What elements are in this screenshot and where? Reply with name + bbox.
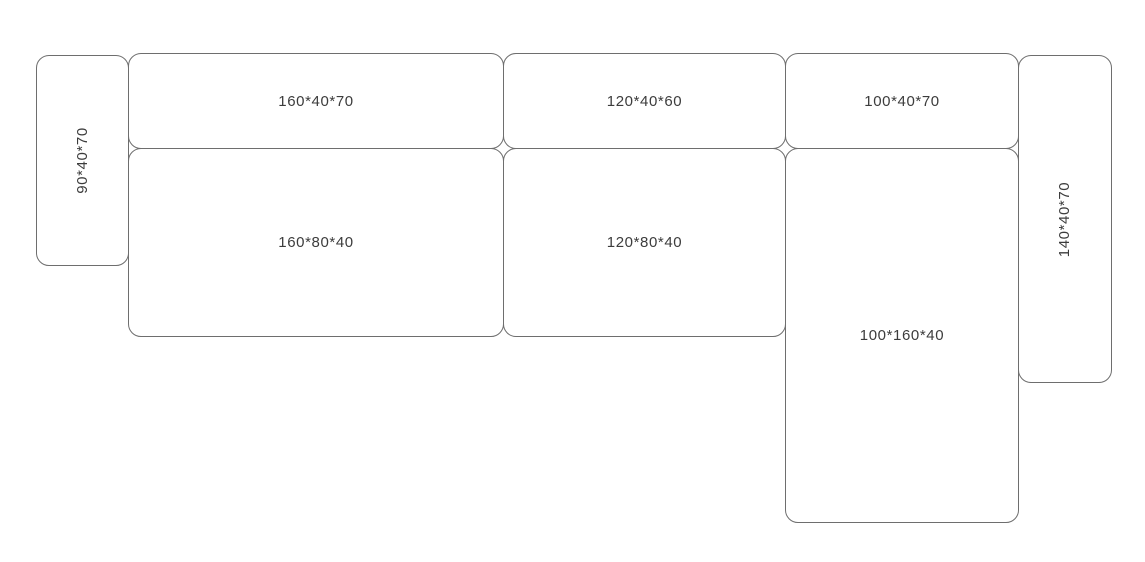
- dimension-label-backrest-right: 100*40*70: [864, 92, 940, 110]
- dimension-label-chaise: 100*160*40: [859, 327, 945, 344]
- module-right-armrest: 140*40*70: [1018, 55, 1112, 383]
- module-seat-middle: 120*80*40: [503, 148, 786, 337]
- dimension-label-seat-middle: 120*80*40: [606, 234, 683, 251]
- module-backrest-middle: 120*40*60: [503, 53, 786, 149]
- module-left-armrest: 90*40*70: [36, 55, 129, 266]
- dimension-label-right-armrest: 140*40*70: [1056, 181, 1074, 257]
- module-seat-left: 160*80*40: [128, 148, 504, 337]
- dimension-label-backrest-middle: 120*40*60: [606, 92, 683, 110]
- module-backrest-left: 160*40*70: [128, 53, 504, 149]
- module-backrest-right: 100*40*70: [785, 53, 1019, 149]
- dimension-label-backrest-left: 160*40*70: [278, 92, 354, 110]
- dimension-label-seat-left: 160*80*40: [278, 234, 354, 251]
- dimension-label-left-armrest: 90*40*70: [74, 127, 91, 194]
- module-chaise: 100*160*40: [785, 148, 1019, 523]
